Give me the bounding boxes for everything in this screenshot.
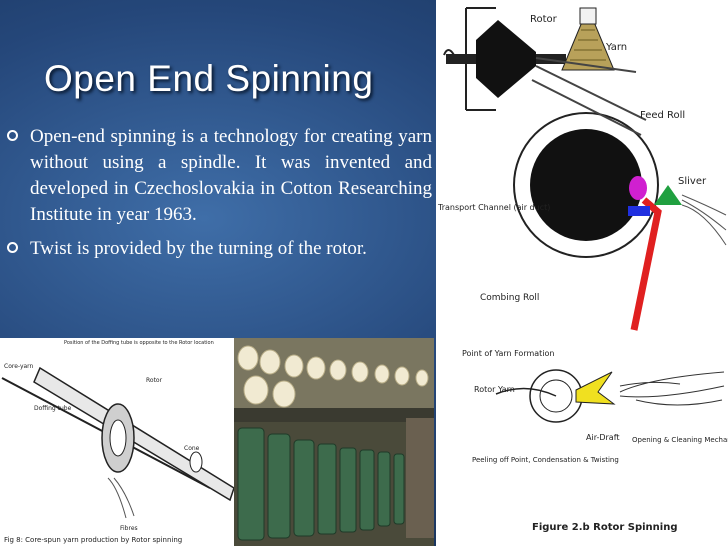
bullet-ring-icon [7, 130, 18, 141]
transport-channel [531, 65, 647, 136]
label-peeling-off: Peeling off Point, Condensation & Twisti… [472, 456, 619, 464]
rotor-figure-caption: Figure 2.b Rotor Spinning [532, 522, 678, 533]
label-feed-roll: Feed Roll [640, 110, 685, 121]
label-sliver: Sliver [678, 176, 707, 187]
red-duct [630, 197, 662, 331]
label-transport-channel: Transport Channel (air duct) [437, 203, 550, 212]
rotor-diagram: Rotor Yarn Feed Roll Sliver Transport Ch… [437, 7, 728, 533]
air-draft-cone [575, 371, 616, 405]
bullet-text: Open-end spinning is a technology for cr… [30, 126, 432, 225]
drafting-fibres [619, 371, 725, 406]
rotor-spinning-figure: Rotor Yarn Feed Roll Sliver Transport Ch… [436, 0, 728, 546]
label-fibres: Fibres [120, 525, 138, 532]
bullet-item: Twist is provided by the turning of the … [4, 236, 432, 262]
label-cone: Cone [184, 445, 200, 452]
bullet-list: Open-end spinning is a technology for cr… [4, 124, 432, 270]
label-position-note: Position of the Doffing tube is opposite… [64, 340, 214, 346]
label-combing-roll: Combing Roll [480, 293, 539, 303]
spinning-mill-photo [234, 338, 434, 546]
label-rotor: Rotor [146, 377, 163, 384]
label-doffing-tube: Doffing tube [34, 405, 72, 412]
rotor-body [476, 20, 536, 98]
sliver-fibres [681, 194, 727, 246]
label-point-of-yarn-formation: Point of Yarn Formation [462, 349, 555, 358]
feed-roll [629, 176, 647, 200]
bullet-text: Twist is provided by the turning of the … [30, 238, 367, 259]
bullet-ring-icon [7, 242, 18, 253]
core-spun-diagram: Core-yarn Doffing tube Position of the D… [1, 340, 234, 544]
mill-photo-illustration [234, 338, 434, 546]
cone [189, 451, 203, 473]
label-air-draft: Air-Draft [586, 433, 620, 442]
label-yarn: Yarn [605, 42, 627, 53]
bullet-item: Open-end spinning is a technology for cr… [4, 124, 432, 228]
label-opening-cleaning: Opening & Cleaning Mechanical Drafting [632, 436, 728, 444]
feed-shoe [654, 185, 682, 205]
slide-title: Open End Spinning [44, 58, 374, 99]
label-rotor: Rotor [530, 14, 558, 25]
label-core-yarn: Core-yarn [4, 363, 34, 370]
core-figure-caption: Fig 8: Core-spun yarn production by Roto… [4, 536, 182, 544]
combing-roll [530, 129, 642, 241]
label-rotor-yarn: Rotor Yarn [474, 385, 515, 394]
core-spun-figure: Core-yarn Doffing tube Position of the D… [0, 338, 234, 546]
